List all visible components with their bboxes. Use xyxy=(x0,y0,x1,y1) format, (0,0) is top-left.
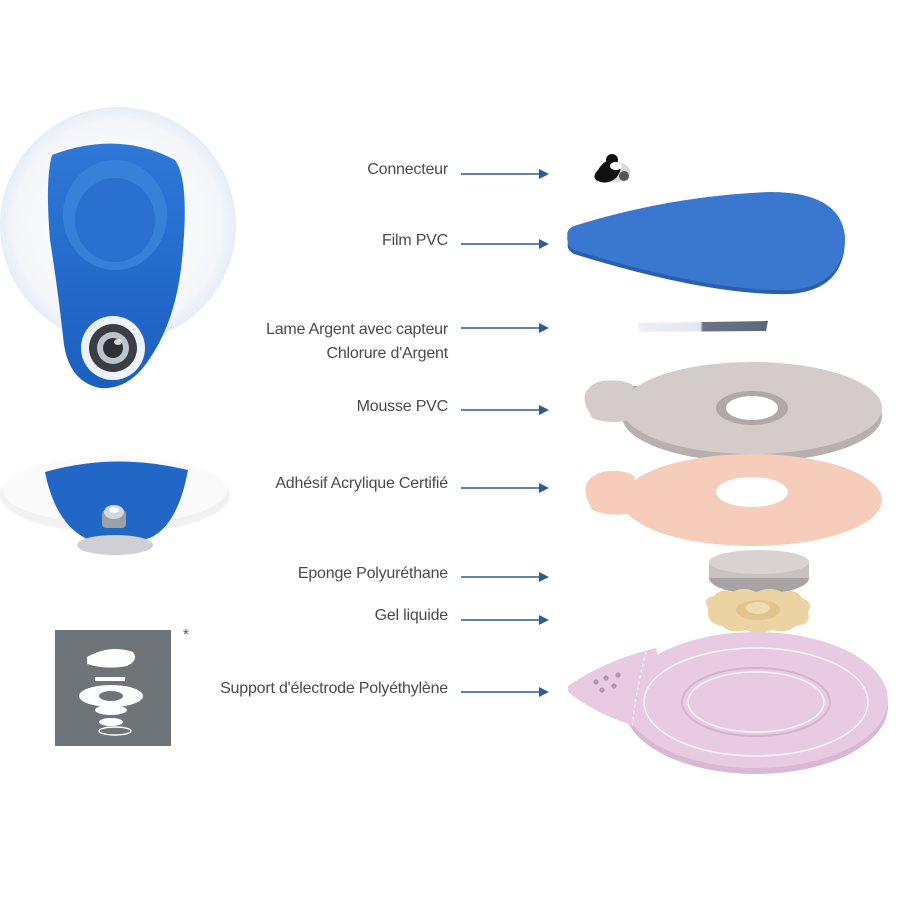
arrow-connecteur xyxy=(461,169,549,179)
arrow-lame-argent xyxy=(461,323,549,333)
arrow-gel-liquide xyxy=(461,615,549,625)
label-gel-liquide: Gel liquide xyxy=(374,607,449,624)
layer-eponge xyxy=(709,550,809,594)
arrow-support xyxy=(461,687,549,697)
layer-lame-argent xyxy=(638,321,768,332)
layer-connecteur xyxy=(594,154,630,183)
layer-support xyxy=(567,632,888,774)
label-adhesif: Adhésif Acrylique Certifié xyxy=(275,475,448,492)
label-lame-argent-line2: Chlorure d'Argent xyxy=(326,345,449,362)
layer-stack-icon xyxy=(55,630,171,746)
footnote-marker: * xyxy=(183,626,189,643)
label-lame-argent-line1: Lame Argent avec capteur xyxy=(266,321,448,338)
arrow-mousse-pvc xyxy=(461,405,549,415)
arrow-film-pvc xyxy=(461,239,549,249)
label-lame-argent: Lame Argent avec capteur Chlorure d'Arge… xyxy=(266,318,448,366)
label-connecteur: Connecteur xyxy=(367,161,448,178)
electrode-side-view xyxy=(0,456,230,555)
layer-mousse-pvc xyxy=(584,362,882,462)
label-support: Support d'électrode Polyéthylène xyxy=(220,680,448,697)
label-eponge: Eponge Polyuréthane xyxy=(297,565,448,582)
arrow-adhesif xyxy=(461,483,549,493)
label-film-pvc: Film PVC xyxy=(382,232,448,249)
layer-film-pvc xyxy=(567,192,845,295)
label-mousse-pvc: Mousse PVC xyxy=(356,398,449,415)
layer-adhesif xyxy=(585,454,882,546)
electrode-top-view xyxy=(0,107,236,389)
layer-gel-liquide xyxy=(706,589,810,633)
arrow-eponge xyxy=(461,572,549,582)
